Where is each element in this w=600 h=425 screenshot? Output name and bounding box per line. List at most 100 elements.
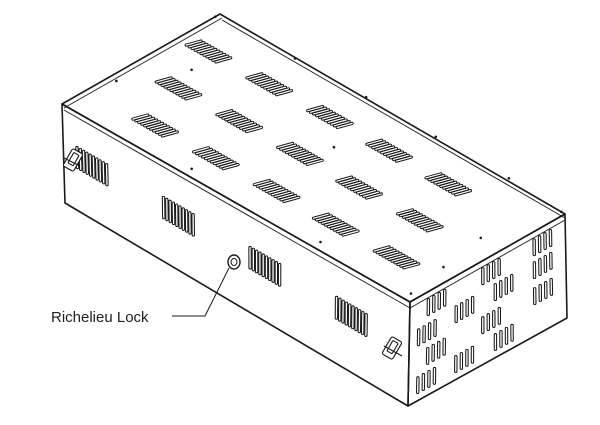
vent-slot-inner bbox=[155, 127, 172, 134]
vent-slot-inner bbox=[312, 213, 329, 219]
vent-slot-inner bbox=[280, 195, 297, 201]
vent-slot-inner bbox=[245, 126, 263, 133]
vent-slot-inner bbox=[394, 258, 411, 264]
vent-slot-inner bbox=[249, 74, 266, 81]
vent-slot-inner bbox=[195, 148, 213, 155]
vent-slot-inner bbox=[147, 122, 164, 129]
vent-slot-inner bbox=[428, 174, 445, 181]
vent-slot-inner bbox=[425, 173, 442, 179]
vent-slot-inner bbox=[318, 112, 335, 118]
vent-slot-inner bbox=[378, 146, 395, 152]
vent-slot-inner bbox=[170, 85, 187, 92]
vent-slot-inner bbox=[280, 144, 297, 150]
vent-slot-inner bbox=[391, 256, 408, 262]
vent-slot-inner bbox=[300, 156, 317, 162]
draw-latch-left bbox=[62, 148, 84, 172]
vent-slot-inner bbox=[397, 259, 414, 266]
end-vent-slots bbox=[415, 228, 554, 395]
vent-slot-inner bbox=[201, 152, 218, 158]
vent-slot-inner bbox=[330, 223, 347, 229]
vent-slot-inner bbox=[253, 179, 270, 186]
draw-latch-right bbox=[381, 336, 403, 360]
vent-slot-inner bbox=[386, 151, 404, 157]
vent-slot-inner bbox=[216, 160, 233, 166]
vent-slot-inner bbox=[283, 196, 300, 203]
screw-dot bbox=[364, 95, 368, 99]
vent-slot-inner bbox=[188, 42, 205, 48]
vent-slot-inner bbox=[185, 40, 202, 46]
vent-slot-inner bbox=[342, 179, 359, 186]
callout-leader-line bbox=[172, 267, 230, 317]
vent-slot-inner bbox=[336, 227, 353, 233]
vent-slot-inner bbox=[336, 176, 353, 182]
vent-slot-inner bbox=[376, 248, 393, 254]
vent-slot-inner bbox=[321, 218, 338, 224]
vent-slot-inner bbox=[176, 89, 193, 95]
vent-slot-inner bbox=[392, 154, 409, 161]
vent-slot-inner bbox=[330, 119, 347, 125]
vent-slot-inner bbox=[351, 184, 368, 191]
vent-slot-inner bbox=[203, 50, 220, 56]
vent-slot-inner bbox=[213, 158, 230, 165]
vent-slot-inner bbox=[426, 226, 443, 232]
vent-slot-inner bbox=[403, 263, 420, 269]
vent-slot-inner bbox=[256, 181, 273, 187]
vent-slot-inner bbox=[449, 186, 466, 193]
vent-slot-inner bbox=[373, 246, 390, 252]
vent-slot-inner bbox=[265, 186, 282, 192]
vent-slot-inner bbox=[234, 120, 251, 126]
vent-slot-inner bbox=[271, 190, 288, 196]
screw-dot bbox=[332, 145, 336, 149]
vent-slot-inner bbox=[155, 77, 172, 83]
vent-slot-inner bbox=[396, 209, 414, 215]
vent-slot-inner bbox=[164, 82, 181, 88]
vent-slot-inner bbox=[225, 115, 242, 121]
vent-slot-inner bbox=[210, 157, 227, 163]
vent-slot-inner bbox=[336, 122, 353, 129]
vent-slot-inner bbox=[231, 118, 248, 124]
vent-slot-inner bbox=[246, 73, 263, 79]
vent-slot-inner bbox=[135, 116, 152, 122]
vent-slot-inner bbox=[258, 79, 275, 86]
vent-slot-inner bbox=[372, 142, 389, 149]
right-end-face bbox=[407, 213, 568, 407]
vent-slot-inner bbox=[152, 126, 170, 132]
vent-slot-inner bbox=[306, 159, 323, 165]
vent-slot-inner bbox=[353, 186, 371, 192]
vent-slot-inner bbox=[333, 225, 350, 231]
vent-slot-inner bbox=[285, 147, 303, 154]
vent-slot-inner bbox=[194, 45, 211, 51]
vent-slot-inner bbox=[264, 83, 281, 89]
vent-slot-inner bbox=[414, 219, 431, 225]
vent-slot-inner bbox=[383, 149, 401, 156]
vent-slot-inner bbox=[216, 110, 233, 116]
vent-slot-inner bbox=[434, 178, 451, 184]
vent-slot-inner bbox=[333, 121, 350, 127]
vent-slot-inner bbox=[209, 53, 226, 60]
vent-slot-inner bbox=[339, 178, 356, 184]
vent-slot-inner bbox=[294, 152, 311, 159]
vent-slot-inner bbox=[274, 191, 291, 198]
vent-slot-inner bbox=[297, 154, 314, 160]
richelieu-lock bbox=[227, 254, 241, 270]
vent-slot-inner bbox=[197, 47, 214, 53]
vent-slot-inner bbox=[282, 146, 300, 152]
screw-dot bbox=[115, 79, 118, 83]
enclosure-outline bbox=[61, 13, 568, 407]
vent-slot-inner bbox=[219, 111, 236, 118]
vent-slot-inner bbox=[200, 48, 217, 55]
vent-slot-inner bbox=[192, 147, 210, 153]
screw-dot bbox=[293, 57, 297, 60]
screw-dot bbox=[213, 15, 217, 18]
vent-slot-inner bbox=[310, 107, 327, 113]
vent-slot-inner bbox=[272, 88, 290, 94]
vent-slot-inner bbox=[268, 188, 285, 194]
top-vent-slots bbox=[131, 39, 473, 270]
vent-slot-inner bbox=[417, 221, 434, 227]
vent-slot-inner bbox=[219, 162, 236, 168]
vent-slot-inner bbox=[222, 163, 239, 170]
vent-slot-inner bbox=[206, 52, 223, 58]
vent-slot-inner bbox=[303, 157, 320, 164]
vent-slot-inner bbox=[411, 217, 428, 223]
